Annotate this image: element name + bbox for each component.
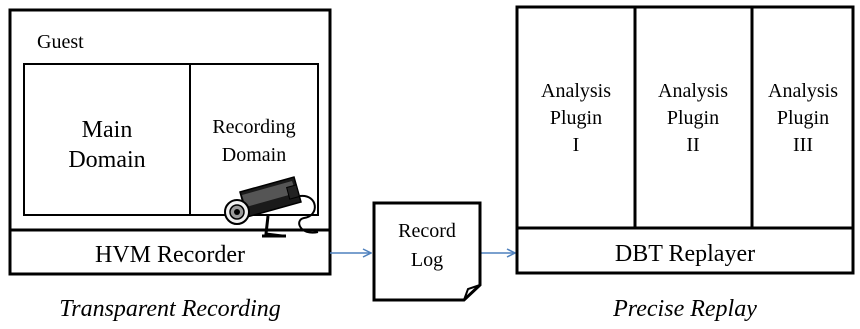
plugin-3-line-2: Plugin (777, 107, 829, 129)
hvm-recorder-label: HVM Recorder (95, 242, 245, 268)
plugin-3-line-3: III (793, 134, 813, 156)
recording-domain-line-1: Recording (212, 116, 295, 138)
main-domain-line-2: Domain (68, 147, 145, 173)
plugin-3-line-1: Analysis (768, 80, 838, 102)
recording-domain-line-2: Domain (222, 144, 286, 166)
dbt-replayer-label: DBT Replayer (615, 241, 755, 267)
plugin-1-line-1: Analysis (541, 80, 611, 102)
plugin-2-line-1: Analysis (658, 80, 728, 102)
plugin-2-line-2: Plugin (667, 107, 719, 129)
record-log-document: Record Log (372, 201, 482, 302)
record-log-line-1: Record (398, 220, 456, 242)
precise-replay-caption: Precise Replay (612, 296, 757, 322)
transparent-recording-caption: Transparent Recording (59, 296, 281, 322)
plugin-1-line-3: I (573, 134, 580, 156)
plugin-2-line-3: II (686, 134, 699, 156)
plugin-1-line-2: Plugin (550, 107, 602, 129)
recording-system: Guest Main Domain Recording Domain HVM R… (8, 8, 332, 322)
camera-icon (224, 176, 319, 238)
main-domain-line-1: Main (82, 117, 133, 143)
replay-system: Analysis Plugin I Analysis Plugin II Ana… (515, 5, 855, 322)
analysis-plugin-3: Analysis Plugin III (768, 80, 838, 156)
analysis-plugin-1: Analysis Plugin I (541, 80, 611, 156)
guest-label: Guest (37, 31, 84, 53)
record-log-line-2: Log (411, 249, 443, 271)
document-icon (372, 201, 482, 302)
analysis-plugin-2: Analysis Plugin II (658, 80, 728, 156)
